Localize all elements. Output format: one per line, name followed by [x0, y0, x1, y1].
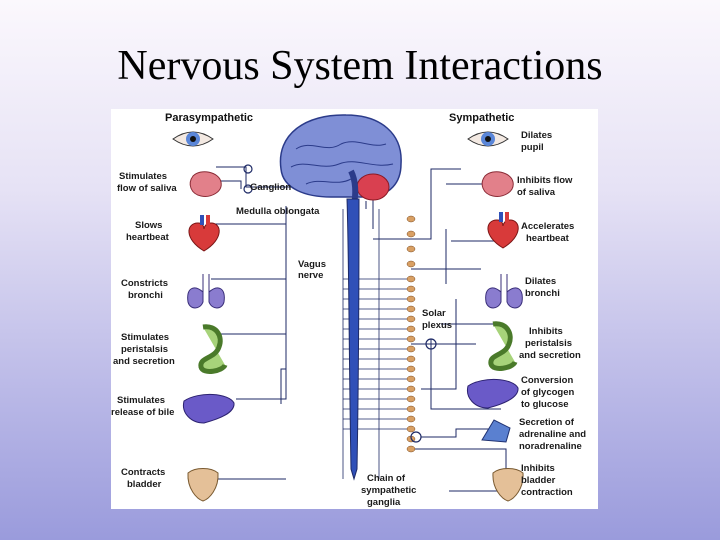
- right-effect-label: noradrenaline: [519, 441, 582, 452]
- connector-lines: [211, 149, 507, 492]
- adrenal-gland-icon: [481, 419, 511, 443]
- right-effect-label: contraction: [521, 487, 573, 498]
- solar-plexus-label: Solar: [422, 308, 446, 319]
- left-effect-label: Stimulates: [117, 395, 165, 406]
- salivary-gland-icon-right: [481, 171, 514, 197]
- chain-ganglia-beads: [406, 215, 416, 453]
- right-effect-label: of glycogen: [521, 387, 575, 398]
- salivary-gland-icon: [189, 171, 222, 197]
- lungs-icon-right: [485, 274, 523, 309]
- right-effect-label: Accelerates: [521, 221, 574, 232]
- right-effect-label: of saliva: [517, 187, 556, 198]
- right-effect-label: heartbeat: [526, 233, 570, 244]
- right-effect-label: bronchi: [525, 288, 560, 299]
- chain-ganglia-label: ganglia: [367, 497, 401, 508]
- right-effect-label: Secretion of: [519, 417, 575, 428]
- left-effect-label: Slows: [135, 220, 162, 231]
- heart-icon: [188, 215, 220, 252]
- right-effect-label: Dilates: [521, 130, 552, 141]
- left-effect-label: flow of saliva: [117, 183, 177, 194]
- chain-ganglia-label: Chain of: [367, 473, 406, 484]
- bladder-icon: [187, 468, 219, 502]
- left-effect-label: Stimulates: [119, 171, 167, 182]
- liver-icon: [182, 394, 235, 424]
- left-effect-label: peristalsis: [121, 344, 168, 355]
- stomach-intestine-icon: [198, 324, 228, 374]
- solar-plexus-label: plexus: [422, 320, 452, 331]
- chain-ganglia-label: sympathetic: [361, 485, 416, 496]
- liver-icon-right: [466, 379, 519, 409]
- right-effect-label: Conversion: [521, 375, 573, 386]
- right-effect-label: Inhibits: [529, 326, 563, 337]
- right-effect-label: Inhibits flow: [517, 175, 573, 186]
- left-effect-label: Stimulates: [121, 332, 169, 343]
- vagus-label: Vagus: [298, 259, 326, 270]
- ganglion-node: [243, 164, 253, 174]
- spinal-cord: [346, 198, 360, 481]
- left-effect-label: Contracts: [121, 467, 165, 478]
- medulla-label: Medulla oblongata: [236, 206, 320, 217]
- left-effect-label: release of bile: [111, 407, 174, 418]
- right-effect-label: Dilates: [525, 276, 556, 287]
- heart-icon-right: [487, 212, 519, 249]
- right-effect-label: and secretion: [519, 350, 581, 361]
- left-effect-label: heartbeat: [126, 232, 170, 243]
- vagus-label: nerve: [298, 270, 323, 281]
- cerebellum: [356, 173, 390, 201]
- right-effect-label: bladder: [521, 475, 556, 486]
- sympathetic-header: Sympathetic: [449, 112, 514, 124]
- ganglion-label: Ganglion: [250, 182, 291, 193]
- plexus-node-lower: [410, 431, 422, 443]
- left-effect-label: bladder: [127, 479, 162, 490]
- left-effect-label: bronchi: [128, 290, 163, 301]
- right-effect-label: pupil: [521, 142, 544, 153]
- diagram-canvas: Parasympathetic Sympathetic Ganglion Med…: [111, 112, 586, 508]
- eye-icon-right: [467, 131, 509, 147]
- stomach-intestine-icon-right: [488, 321, 518, 371]
- bladder-icon-right: [492, 468, 524, 502]
- left-effect-label: Constricts: [121, 278, 168, 289]
- right-effect-label: peristalsis: [525, 338, 572, 349]
- eye-icon: [172, 131, 214, 147]
- right-effect-label: adrenaline and: [519, 429, 586, 440]
- right-effect-label: to glucose: [521, 399, 569, 410]
- left-effect-label: and secretion: [113, 356, 175, 367]
- nervous-system-diagram: Parasympathetic Sympathetic Ganglion Med…: [111, 109, 598, 509]
- brain-illustration: [279, 114, 402, 205]
- solar-plexus-node: [425, 338, 437, 350]
- ganglion-node-2: [243, 184, 253, 194]
- parasympathetic-header: Parasympathetic: [165, 112, 253, 124]
- slide-title: Nervous System Interactions: [117, 43, 603, 89]
- right-effect-label: Inhibits: [521, 463, 555, 474]
- lungs-icon: [187, 274, 225, 309]
